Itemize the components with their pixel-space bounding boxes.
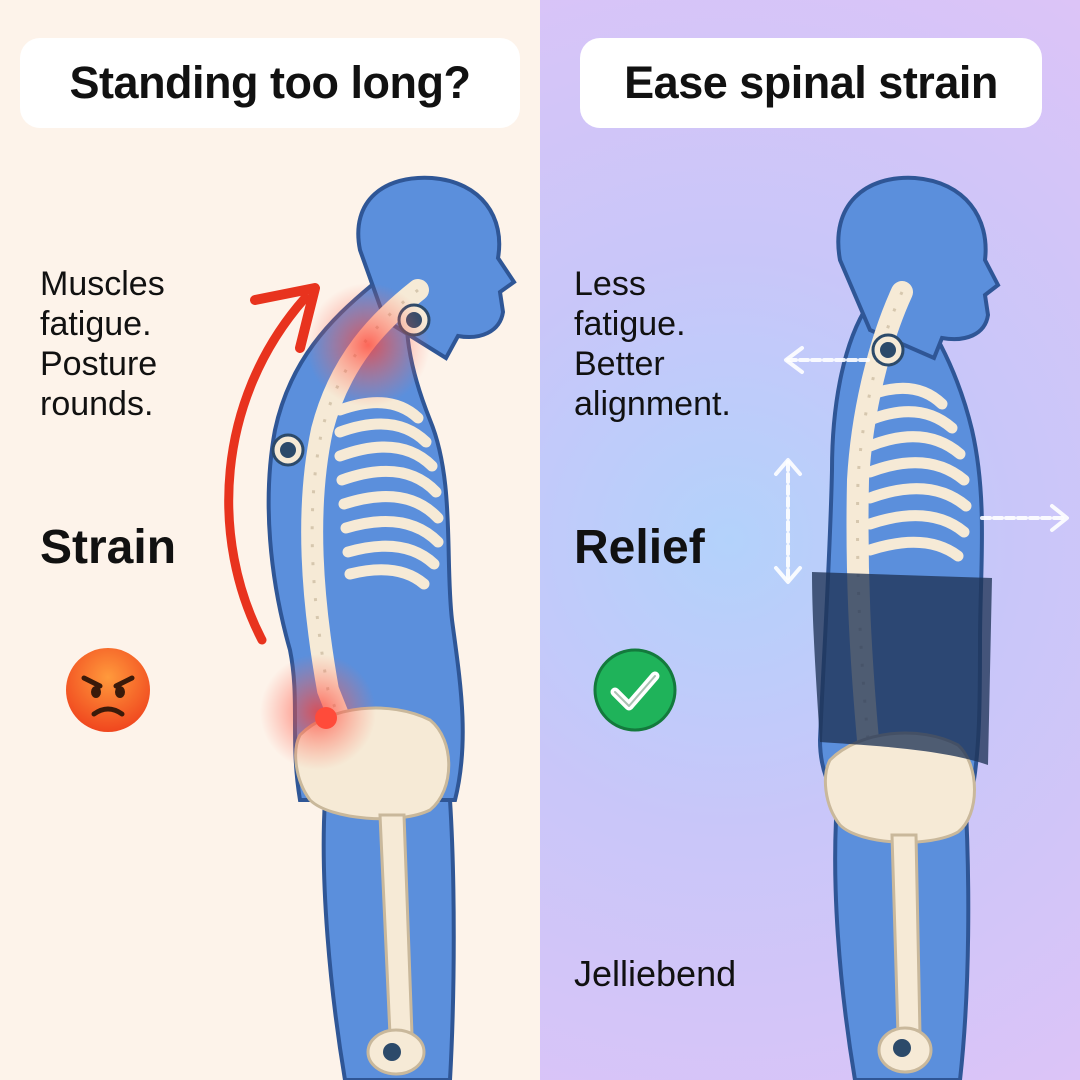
right-panel: Ease spinal strain Less fatigue. Better …: [540, 0, 1080, 1080]
brand-name: Jelliebend: [574, 953, 737, 994]
right-caption-line: alignment.: [574, 385, 731, 423]
relief-label: Relief: [574, 521, 705, 574]
left-caption: Muscles fatigue. Posture rounds.: [40, 264, 270, 424]
joint-marker: [871, 333, 905, 367]
right-caption: Less fatigue. Better alignment.: [574, 264, 804, 424]
strain-arrow-icon: [224, 283, 320, 645]
decompression-arrows-icon: [774, 346, 1069, 584]
right-caption-line: Better: [574, 345, 665, 383]
left-caption-line: Muscles: [40, 265, 165, 303]
slouched-posture-figure: [224, 175, 517, 1080]
right-caption-line: fatigue.: [574, 305, 686, 343]
right-title: Ease spinal strain: [580, 38, 1042, 128]
ribcage: [864, 382, 972, 562]
angry-face-icon: [66, 648, 150, 732]
left-caption-line: fatigue.: [40, 305, 152, 343]
strain-label: Strain: [40, 521, 177, 574]
aligned-posture-figure: [774, 175, 1069, 1080]
ribcage: [334, 397, 444, 590]
neck-pain-glow: [306, 283, 430, 407]
left-title: Standing too long?: [20, 38, 520, 128]
check-mark-icon: [593, 648, 677, 732]
right-caption-line: Less: [574, 265, 646, 303]
left-panel: Standing too long? Muscles fatigue. Post…: [0, 0, 540, 1080]
lower-back-pain-dot: [315, 707, 337, 729]
left-caption-line: Posture: [40, 345, 158, 383]
support-brace: [812, 572, 992, 765]
left-caption-line: rounds.: [40, 385, 154, 423]
